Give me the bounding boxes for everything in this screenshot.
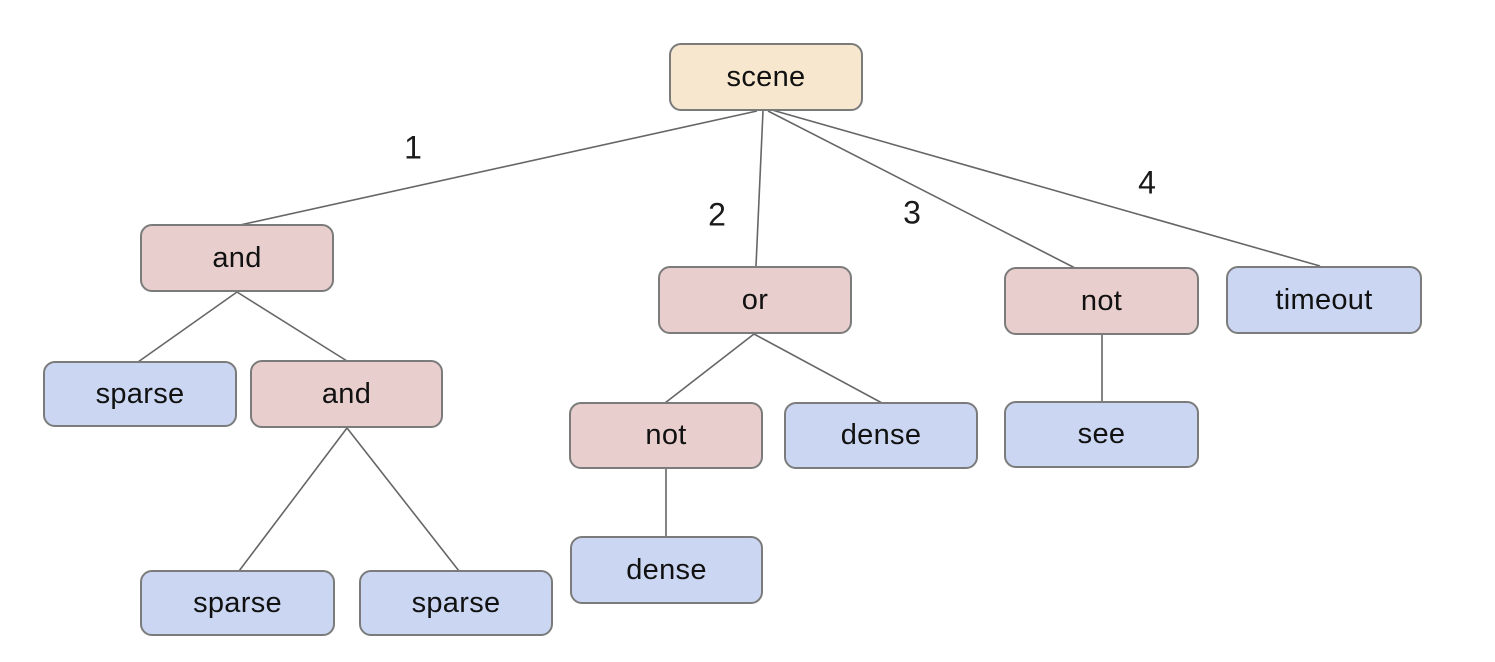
edge-label-3: 3 [903,194,921,231]
edge-and2-sparse2 [238,427,348,572]
node-dense-2: dense [570,536,763,604]
edge-or-not [664,333,755,404]
node-sparse-3: sparse [359,570,553,636]
node-and-2: and [250,360,443,428]
edge-and-and [236,291,348,362]
edge-and-sparse [137,291,238,363]
node-scene: scene [669,43,863,111]
edge-scene-not [767,110,1076,269]
edge-scene-and [239,110,758,226]
edge-or-dense [753,333,883,404]
edge-label-4: 4 [1138,164,1156,201]
edge-label-1: 1 [404,129,422,166]
edge-scene-or [755,110,764,267]
node-sparse-2: sparse [140,570,335,636]
node-timeout: timeout [1226,266,1422,334]
edge-and2-sparse3 [346,427,460,572]
edge-label-2: 2 [708,196,726,233]
node-or: or [658,266,852,334]
node-sparse-1: sparse [43,361,237,427]
node-see: see [1004,401,1199,468]
edge-scene-timeout [771,109,1321,267]
node-and-1: and [140,224,334,292]
node-dense-1: dense [784,402,978,469]
node-not-2: not [569,402,763,469]
node-not-1: not [1004,267,1199,335]
